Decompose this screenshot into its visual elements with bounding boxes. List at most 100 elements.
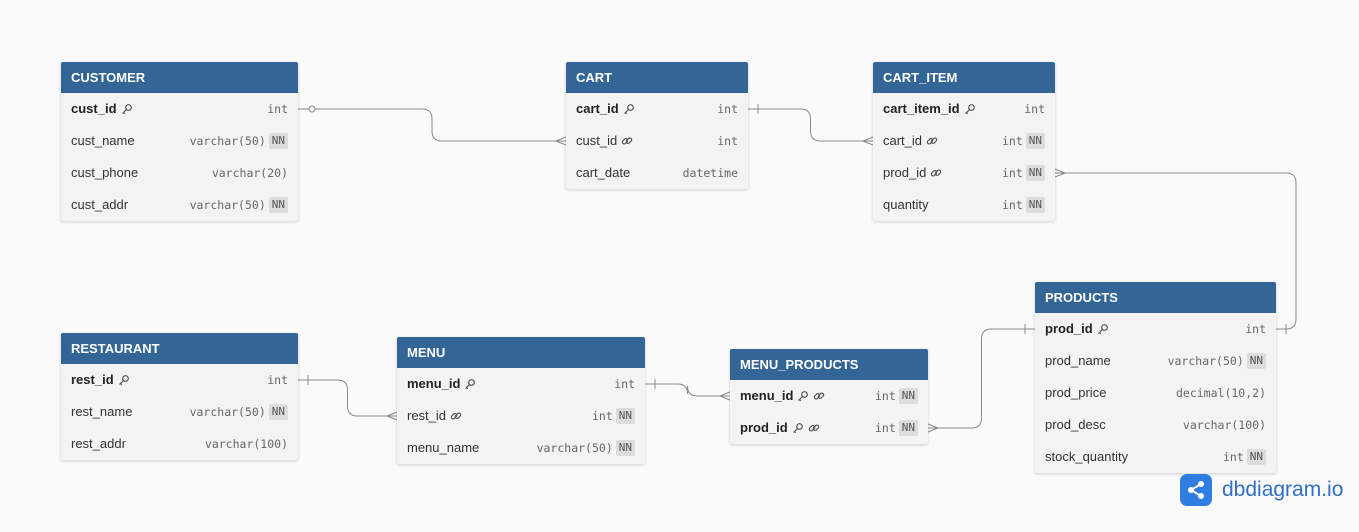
field-name-label: stock_quantity <box>1045 449 1129 464</box>
not-null-badge: NN <box>268 404 288 420</box>
not-null-badge: NN <box>1025 165 1045 181</box>
field-name: stock_quantity <box>1045 441 1128 473</box>
table-field-row[interactable]: cart_date datetime <box>566 157 748 189</box>
field-type: datetime <box>683 157 738 189</box>
table-header[interactable]: CUSTOMER <box>61 62 298 93</box>
table-field-row[interactable]: rest_name varchar(50)NN <box>61 396 298 428</box>
field-name: cust_name <box>71 125 135 157</box>
field-type-label: int <box>614 377 635 391</box>
table-header[interactable]: PRODUCTS <box>1035 282 1276 313</box>
table-header[interactable]: MENU <box>397 337 645 368</box>
not-null-badge: NN <box>1246 353 1266 369</box>
field-name: cust_id <box>576 125 633 157</box>
table-header[interactable]: CART <box>566 62 748 93</box>
field-name: cart_item_id <box>883 93 976 125</box>
field-type: varchar(100) <box>205 428 288 460</box>
field-type-label: decimal(10,2) <box>1175 386 1266 400</box>
field-name-label: quantity <box>883 197 929 212</box>
field-type-label: varchar(50) <box>189 405 266 419</box>
field-name-label: prod_id <box>883 165 927 180</box>
field-name: menu_name <box>407 432 479 464</box>
field-type-label: int <box>1245 322 1266 336</box>
field-name-label: cart_item_id <box>883 101 960 116</box>
field-name-label: rest_id <box>407 408 447 423</box>
field-name: cart_date <box>576 157 630 189</box>
field-type: int <box>717 93 738 125</box>
table-field-row[interactable]: cust_phone varchar(20) <box>61 157 298 189</box>
field-name: rest_id <box>71 364 130 396</box>
field-type-label: int <box>874 421 896 435</box>
table-field-row[interactable]: rest_id int <box>61 364 298 396</box>
field-name-label: cust_phone <box>71 165 139 180</box>
field-name-label: cart_id <box>883 133 923 148</box>
field-name: cart_id <box>576 93 635 125</box>
key-icon <box>623 103 635 115</box>
key-icon <box>792 422 804 434</box>
field-name-label: menu_id <box>740 388 794 403</box>
table-header[interactable]: MENU_PRODUCTS <box>730 349 928 380</box>
field-name: rest_name <box>71 396 132 428</box>
share-nodes-icon <box>1180 474 1212 506</box>
link-icon <box>621 135 633 147</box>
field-name-label: cust_id <box>576 133 618 148</box>
field-name: cust_addr <box>71 189 128 221</box>
field-type-label: varchar(100) <box>204 437 288 451</box>
table-field-row[interactable]: cart_id int <box>566 93 748 125</box>
field-name-label: prod_desc <box>1045 417 1106 432</box>
brand[interactable]: dbdiagram.io <box>1180 474 1343 506</box>
field-name-label: prod_id <box>1045 321 1093 336</box>
field-type-label: int <box>1222 450 1244 464</box>
field-name-label: cust_id <box>71 101 117 116</box>
not-null-badge: NN <box>268 133 288 149</box>
key-icon <box>118 374 130 386</box>
table-field-row[interactable]: menu_id int <box>397 368 645 400</box>
table-field-row[interactable]: cart_item_id int <box>873 93 1055 125</box>
not-null-badge: NN <box>898 420 918 436</box>
field-type-label: int <box>717 102 738 116</box>
not-null-badge: NN <box>1246 449 1266 465</box>
field-type: int <box>267 364 288 396</box>
field-type-label: int <box>267 373 288 387</box>
table-field-row[interactable]: cust_id int <box>61 93 298 125</box>
field-type: int <box>614 368 635 400</box>
field-type-label: int <box>1001 166 1023 180</box>
table-header[interactable]: CART_ITEM <box>873 62 1055 93</box>
table-field-row[interactable]: rest_addr varchar(100) <box>61 428 298 460</box>
not-null-badge: NN <box>898 388 918 404</box>
table-field-row[interactable]: prod_id int <box>1035 313 1276 345</box>
field-name: rest_addr <box>71 428 126 460</box>
field-name: prod_desc <box>1045 409 1106 441</box>
field-type-label: varchar(20) <box>211 166 288 180</box>
field-type-label: int <box>267 102 288 116</box>
field-name-label: prod_name <box>1045 353 1111 368</box>
key-icon <box>464 378 476 390</box>
field-name: menu_id <box>407 368 476 400</box>
field-type: int <box>1024 93 1045 125</box>
table-header[interactable]: RESTAURANT <box>61 333 298 364</box>
